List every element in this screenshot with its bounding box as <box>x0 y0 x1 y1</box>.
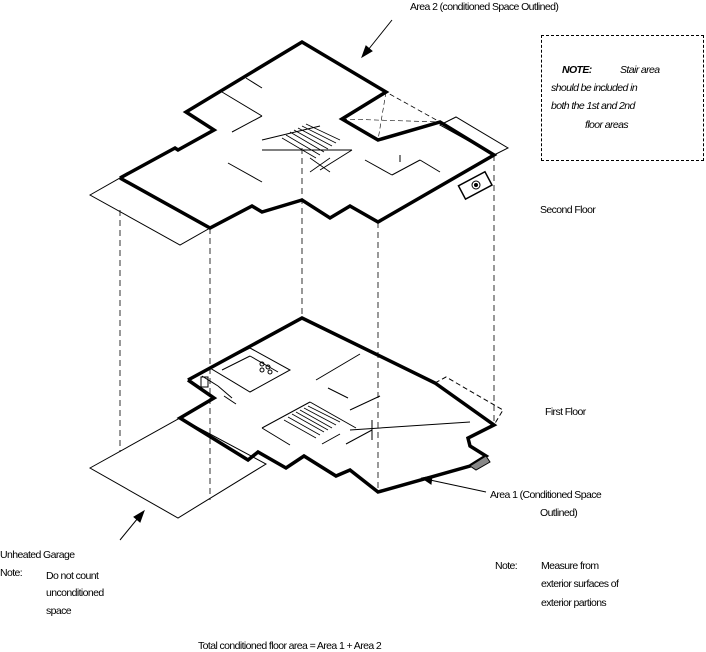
second-floor-open-area <box>341 91 442 141</box>
garage-note-label: Note: <box>0 567 23 579</box>
garage-outline <box>88 417 268 519</box>
kitchen-counter <box>208 347 292 393</box>
stair-note-heading: NOTE: <box>562 64 592 76</box>
area1-label-line1: Area 1 (Conditioned Space <box>490 489 602 501</box>
second-floor-outline <box>119 39 498 230</box>
arrow-area1 <box>420 475 487 493</box>
garage-note-line3: space <box>46 605 72 617</box>
stair-note-line2: should be included in <box>551 82 638 94</box>
stair-note-line3: both the 1st and 2nd <box>551 100 635 112</box>
first-floor-outline <box>176 316 498 494</box>
refrigerator <box>200 376 209 388</box>
second-floor-label: Second Floor <box>540 204 596 216</box>
second-floor-right-deck <box>438 116 510 156</box>
arrow-area2 <box>361 19 393 59</box>
area1-label-line2: Outlined) <box>540 507 578 519</box>
projection-lines <box>119 148 495 500</box>
first-floor-stair <box>283 405 341 439</box>
total-area-formula: Total conditioned floor area = Area 1 + … <box>198 640 382 652</box>
measure-note-line3: exterior partions <box>541 597 607 609</box>
garage-note-line2: unconditioned <box>46 587 104 599</box>
garage-note-line1: Do not count <box>46 570 99 582</box>
first-floor-plan <box>88 316 504 519</box>
garage-title: Unheated Garage <box>0 549 75 561</box>
stair-note-line4: floor areas <box>585 119 629 131</box>
second-floor-plan <box>88 39 510 246</box>
stair-note-line1-tail: Stair area <box>620 64 660 76</box>
stair-note-box: NOTE: Stair area should be included in b… <box>541 35 704 161</box>
measure-note-label: Note: <box>495 560 518 572</box>
measure-note-line2: exterior surfaces of <box>541 578 619 590</box>
second-floor-tub <box>457 170 494 201</box>
second-floor-left-deck <box>88 177 212 246</box>
first-floor-label: First Floor <box>545 406 586 418</box>
first-floor-porch <box>434 376 504 426</box>
area2-label: Area 2 (conditioned Space Outlined) <box>410 1 559 13</box>
first-floor-fixture <box>469 455 491 471</box>
second-floor-stair <box>281 123 341 173</box>
measure-note-line1: Measure from <box>541 560 599 572</box>
arrow-garage <box>119 509 145 541</box>
